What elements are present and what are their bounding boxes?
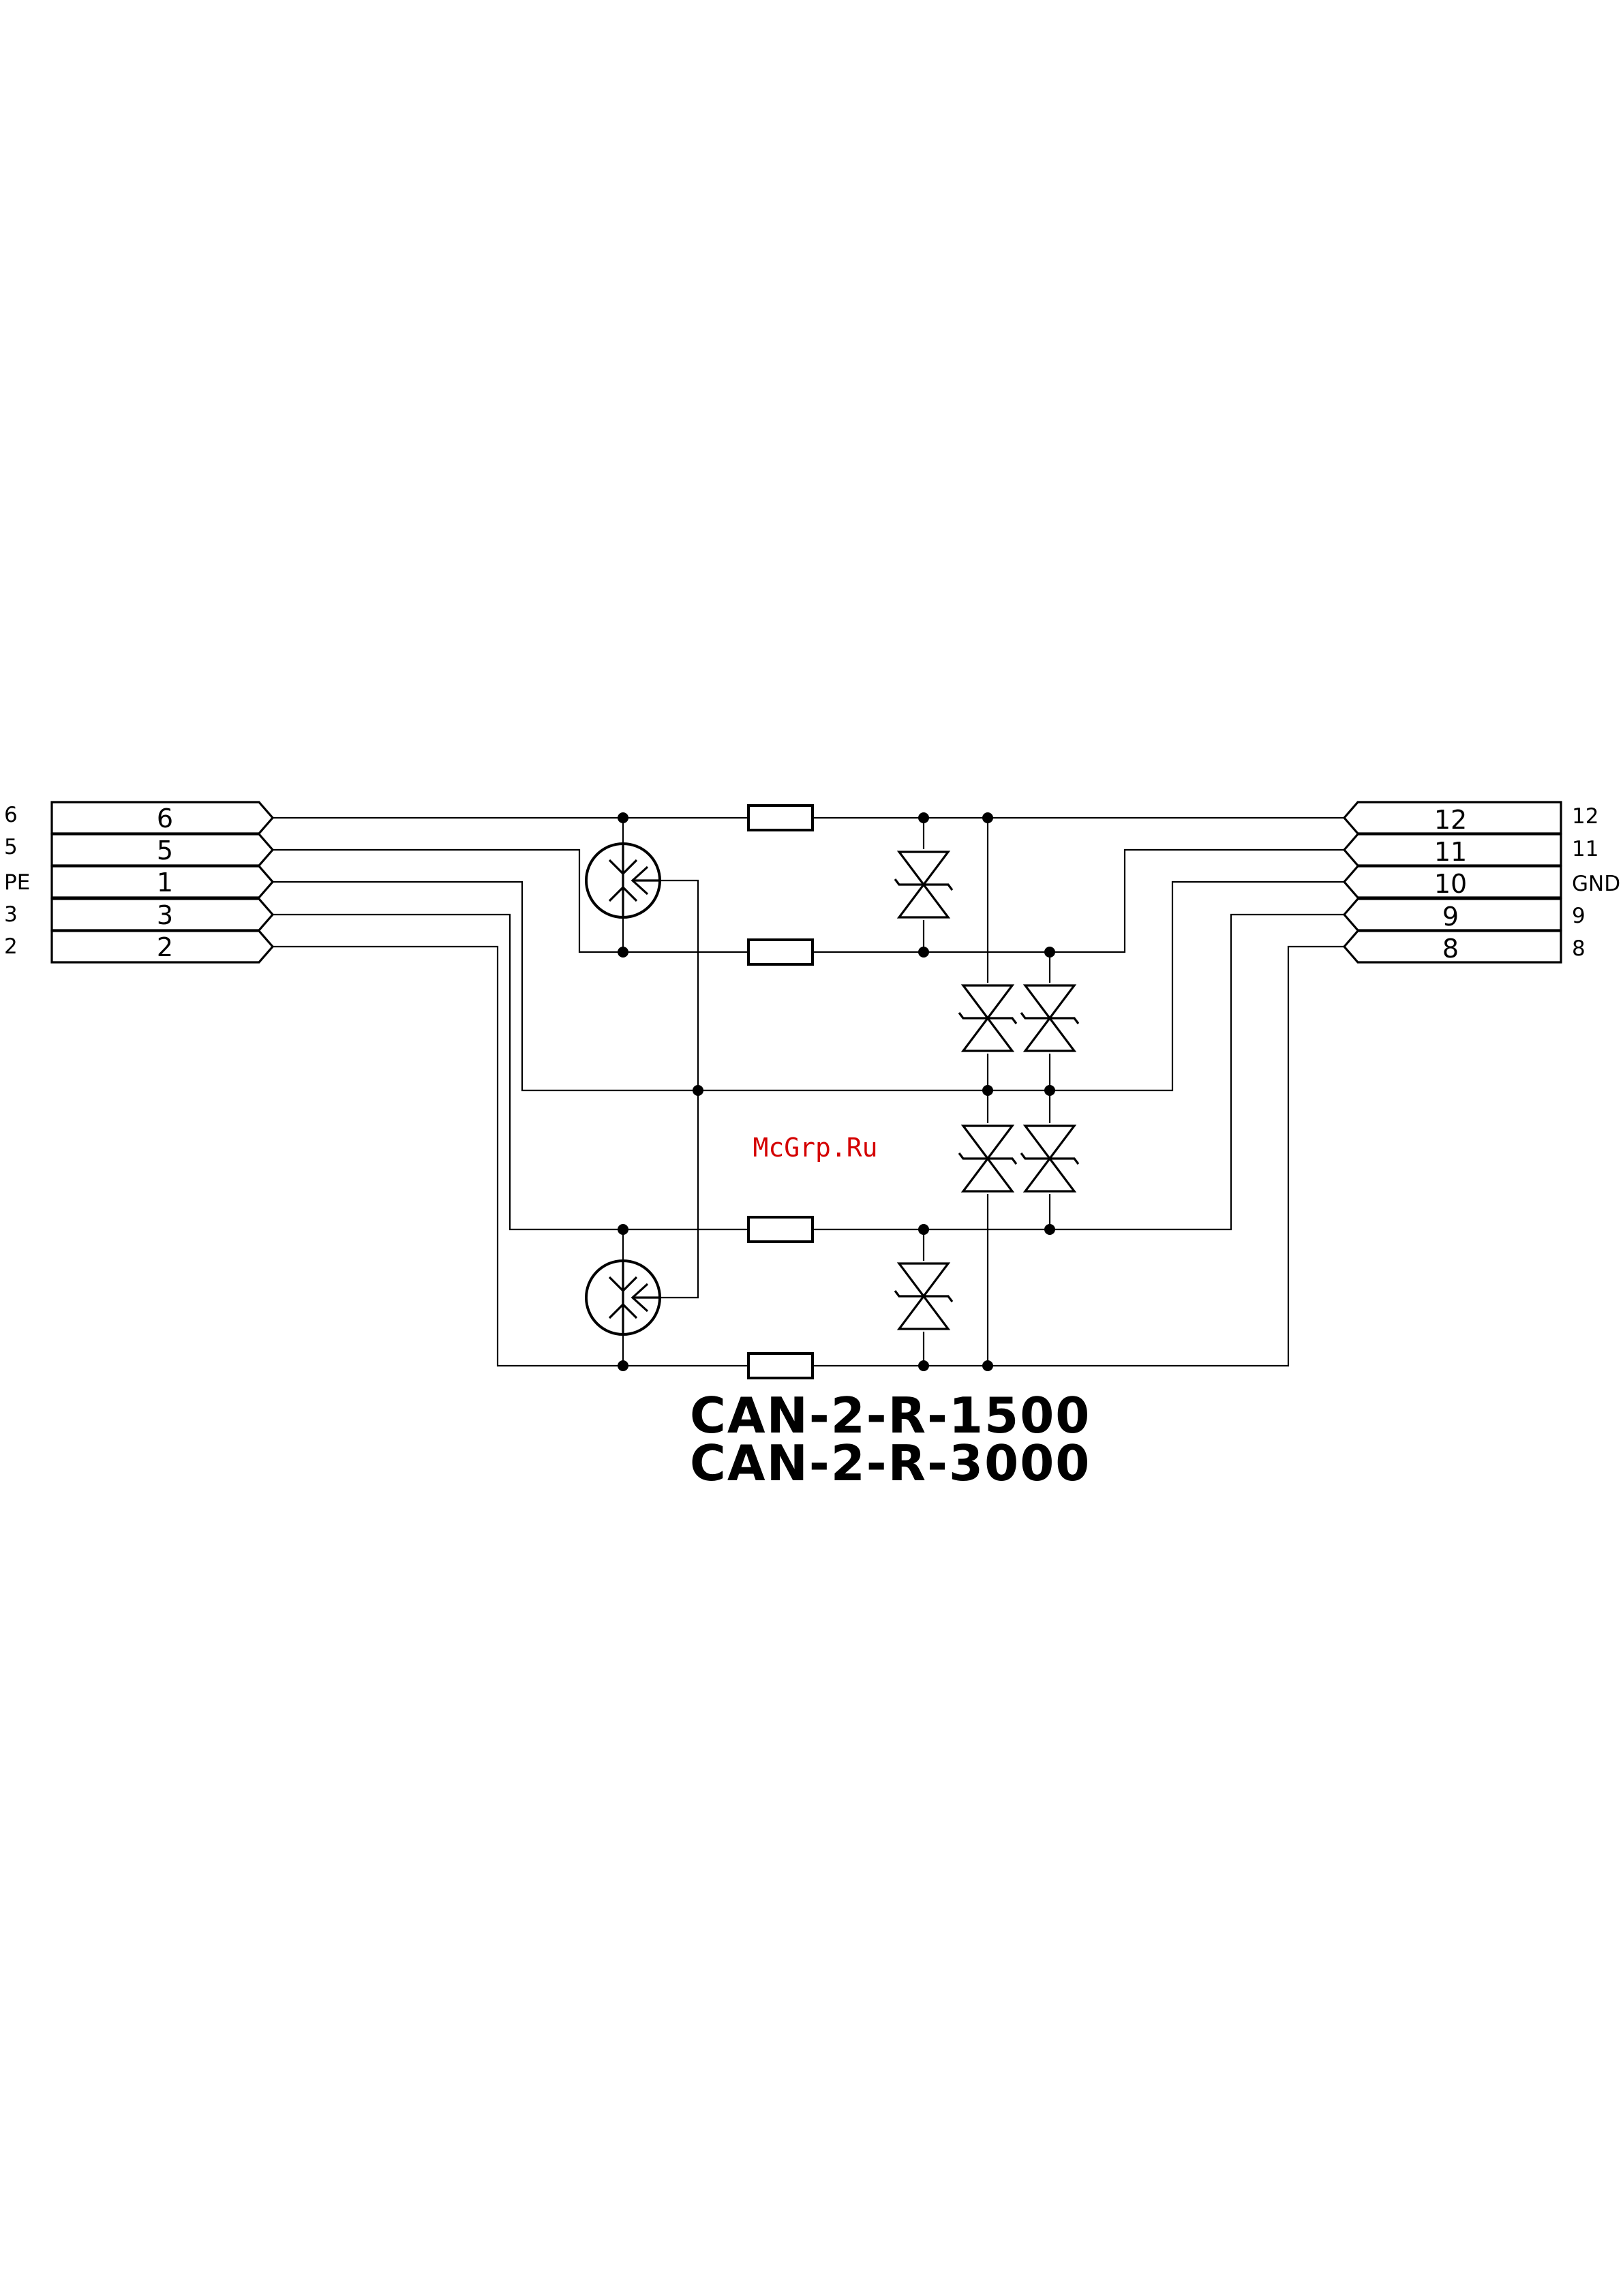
left-pin-outer-3: PE — [4, 870, 30, 895]
left-pin-inner-3: 1 — [157, 868, 173, 898]
right-pin-outer-4: 9 — [1572, 904, 1586, 928]
tvs-diode-5 — [1021, 1123, 1078, 1194]
right-connector: 12 11 10 9 8 12 11 GND 9 8 — [1344, 802, 1620, 964]
right-pin-outer-3: GND — [1572, 872, 1620, 896]
right-pin-outer-1: 12 — [1572, 804, 1598, 829]
right-pin-inner-1: 12 — [1434, 805, 1467, 835]
left-pin-outer-1: 6 — [4, 803, 18, 827]
right-pin-outer-2: 11 — [1572, 837, 1598, 861]
right-pin-inner-5: 8 — [1442, 934, 1459, 964]
left-pin-outer-4: 3 — [4, 902, 18, 927]
tvs-diode-4 — [959, 1123, 1016, 1194]
right-pin-inner-3: 10 — [1434, 869, 1467, 899]
left-pin-inner-4: 3 — [157, 900, 173, 930]
left-pin-inner-1: 6 — [157, 803, 173, 833]
right-pin-outer-5: 8 — [1572, 936, 1586, 961]
resistor-r4 — [748, 1353, 813, 1378]
watermark-text: McGrp.Ru — [753, 1133, 877, 1163]
left-pin-outer-2: 5 — [4, 835, 18, 859]
right-pin-inner-4: 9 — [1442, 902, 1459, 932]
right-pin-inner-2: 11 — [1434, 837, 1467, 867]
tvs-diode-3 — [1021, 983, 1078, 1054]
tvs-diode-1 — [895, 849, 952, 920]
left-pin-inner-2: 5 — [157, 836, 173, 866]
junction-dots — [618, 812, 1055, 1371]
tvs-diode-2 — [959, 983, 1016, 1054]
tvs-diode-6 — [895, 1261, 952, 1332]
gas-arrester-lower — [586, 1261, 660, 1334]
left-pin-outer-5: 2 — [4, 934, 18, 959]
left-connector: 6 5 1 3 2 6 5 PE 3 2 — [4, 802, 273, 962]
wires — [271, 818, 1344, 1366]
gas-arrester-upper — [586, 844, 660, 917]
resistors — [748, 806, 813, 1378]
resistor-r2 — [748, 940, 813, 964]
left-pin-inner-5: 2 — [157, 932, 173, 962]
resistor-r3 — [748, 1217, 813, 1242]
model-name-2: CAN-2-R-3000 — [690, 1435, 1091, 1492]
resistor-r1 — [748, 806, 813, 830]
